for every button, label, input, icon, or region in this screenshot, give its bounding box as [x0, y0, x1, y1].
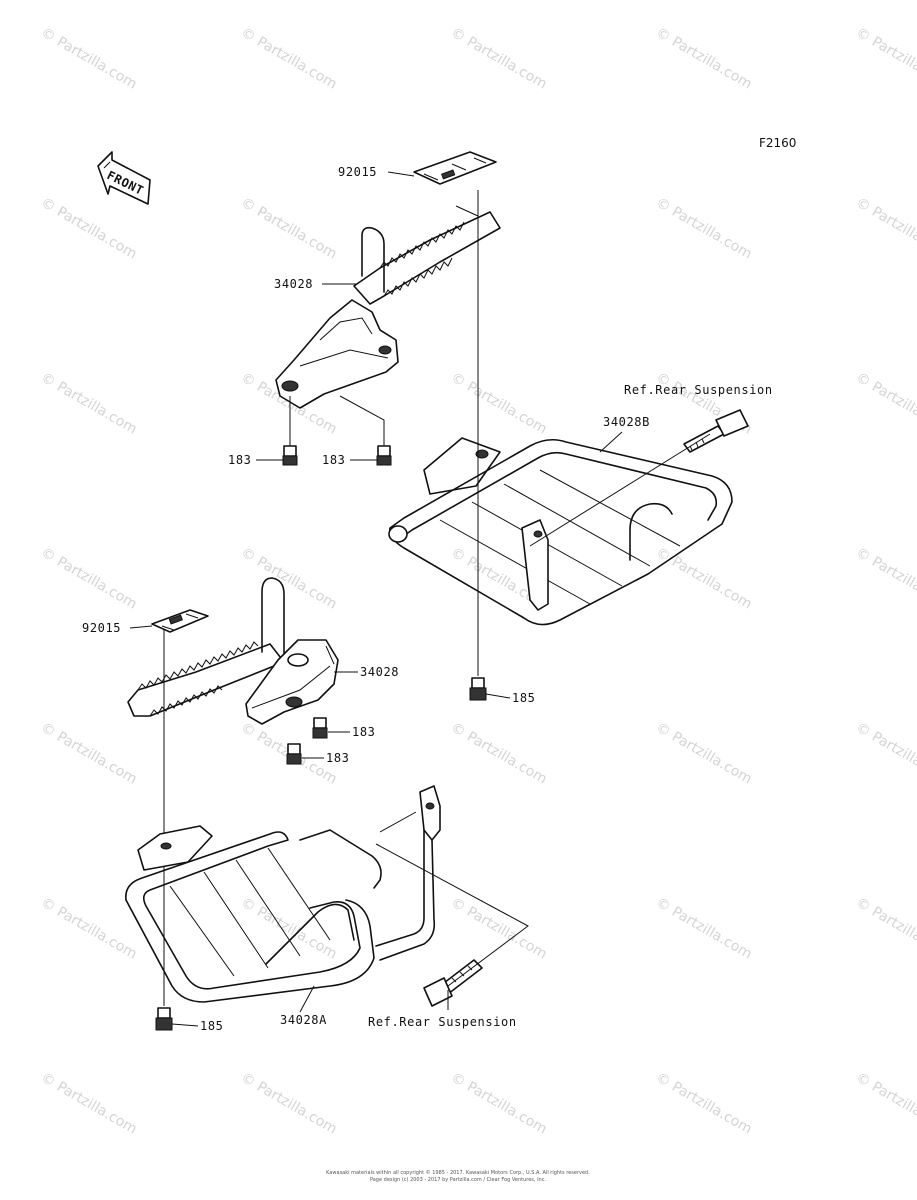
leader-line: [455, 205, 479, 217]
leader-line: [599, 431, 623, 453]
label-lower-bolt-b: 183: [326, 751, 349, 765]
watermark: © Partzilla.com: [238, 545, 340, 613]
watermark: © Partzilla.com: [853, 195, 917, 263]
lower-bolt-183-a: [312, 717, 328, 739]
lower-footpeg-assembly: [127, 577, 339, 725]
leader-line: [375, 843, 529, 987]
copyright-line-2: Page design (c) 2003 - 2017 by Partzilla…: [370, 1177, 547, 1183]
copyright-line-1: Kawasaki materials within all copyright …: [326, 1169, 590, 1176]
bolt-185-right: [469, 677, 487, 701]
leader-line: [529, 433, 711, 547]
leader-line: [387, 171, 415, 177]
suspension-bolt-top: [683, 409, 749, 453]
label-lower-step: 34028: [360, 665, 399, 679]
watermark: © Partzilla.com: [38, 25, 140, 93]
watermark: © Partzilla.com: [448, 720, 550, 788]
leader-line: [379, 811, 417, 833]
watermark: © Partzilla.com: [853, 720, 917, 788]
watermark: © Partzilla.com: [38, 195, 140, 263]
watermark: © Partzilla.com: [853, 1070, 917, 1138]
watermark: © Partzilla.com: [238, 1070, 340, 1138]
label-lower-pad: 92015: [82, 621, 121, 635]
watermark: © Partzilla.com: [238, 195, 340, 263]
watermark: © Partzilla.com: [38, 545, 140, 613]
watermark: © Partzilla.com: [653, 720, 755, 788]
label-upper-bolt-left: 183: [228, 453, 251, 467]
label-ref-bottom: Ref.Rear Suspension: [368, 1015, 517, 1029]
watermark: © Partzilla.com: [853, 895, 917, 963]
suspension-bolt-bottom: [423, 959, 483, 1007]
guard-34028b: [388, 437, 733, 626]
label-bolt-185-left: 185: [200, 1019, 223, 1033]
label-guard-a: 34028A: [280, 1013, 327, 1027]
upper-bolt-183-right: [376, 445, 392, 466]
label-ref-top: Ref.Rear Suspension: [624, 383, 773, 397]
label-upper-pad: 92015: [338, 165, 377, 179]
leader-line: [129, 625, 153, 629]
label-upper-step: 34028: [274, 277, 313, 291]
watermark: © Partzilla.com: [448, 895, 550, 963]
bolt-185-left: [155, 1007, 173, 1031]
watermark: © Partzilla.com: [653, 25, 755, 93]
upper-bolt-183-left: [282, 445, 298, 466]
watermark: © Partzilla.com: [38, 1070, 140, 1138]
watermark: © Partzilla.com: [853, 25, 917, 93]
front-arrow-icon: FRONT: [97, 151, 151, 205]
leader-line: [299, 985, 315, 1013]
leader-line: [485, 693, 511, 699]
watermark: © Partzilla.com: [448, 370, 550, 438]
watermark: © Partzilla.com: [38, 370, 140, 438]
watermark: © Partzilla.com: [238, 25, 340, 93]
watermark: © Partzilla.com: [853, 545, 917, 613]
watermark: © Partzilla.com: [653, 895, 755, 963]
upper-footpeg-assembly: [275, 151, 501, 448]
watermark: © Partzilla.com: [653, 195, 755, 263]
diagram-code: F2160: [759, 136, 796, 150]
label-lower-bolt-a: 183: [352, 725, 375, 739]
watermark: © Partzilla.com: [653, 545, 755, 613]
watermark: © Partzilla.com: [853, 370, 917, 438]
leader-line: [171, 1023, 199, 1027]
watermark: © Partzilla.com: [38, 895, 140, 963]
label-guard-b: 34028B: [603, 415, 650, 429]
watermark: © Partzilla.com: [448, 1070, 550, 1138]
guard-34028a: [125, 785, 441, 1003]
label-upper-bolt-right: 183: [322, 453, 345, 467]
watermark: © Partzilla.com: [38, 720, 140, 788]
label-bolt-185-right: 185: [512, 691, 535, 705]
watermark: © Partzilla.com: [448, 25, 550, 93]
lower-bolt-183-b: [286, 743, 302, 765]
watermark: © Partzilla.com: [653, 1070, 755, 1138]
